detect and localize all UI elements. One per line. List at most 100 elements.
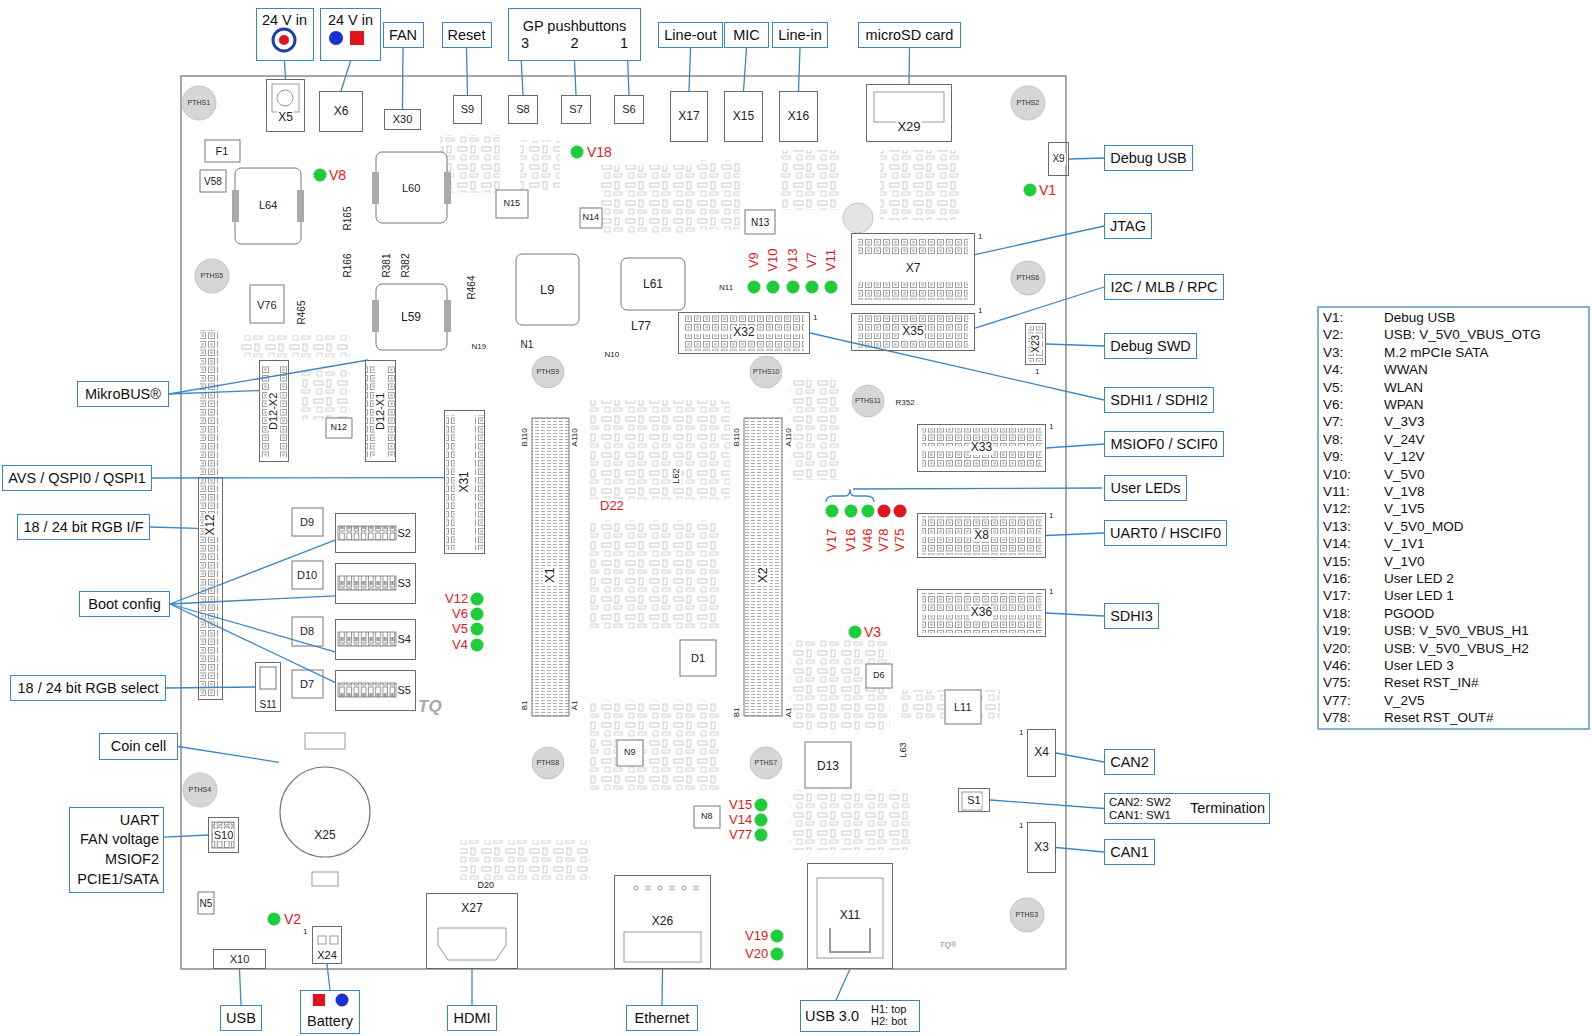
component-designator: L64	[258, 199, 278, 211]
text-row: X30	[387, 113, 418, 126]
ic-chip	[326, 418, 352, 438]
smd-parts	[460, 840, 590, 880]
inductor-pad	[444, 172, 451, 204]
leader-line	[169, 360, 368, 394]
callout-box: Line-out	[658, 22, 723, 48]
text-area: X27	[427, 894, 517, 968]
led-green	[571, 146, 584, 159]
component-outline: X10	[213, 949, 266, 969]
component-designator: D9	[299, 516, 315, 528]
text-area: X16	[780, 92, 817, 141]
callout-box: Reset	[442, 22, 492, 48]
component-designator: D6	[872, 671, 886, 681]
text-area: S4	[336, 620, 415, 659]
component-outline: S8	[508, 95, 538, 124]
led-designator: V78	[877, 529, 891, 552]
component-designator: N14	[582, 213, 601, 223]
legend-table-cell: V_1V0	[1384, 555, 1425, 570]
callout-label: 24 V in	[262, 12, 307, 29]
led-green	[755, 829, 768, 842]
text-row: SDHI3	[1109, 608, 1154, 625]
legend-table-cell: M.2 mPCIe SATA	[1384, 346, 1489, 361]
text-area: X33	[918, 425, 1045, 471]
text-area: SDHI1 / SDHI2	[1105, 388, 1213, 412]
text-row: PCIE1/SATA	[74, 870, 159, 890]
led-designator: V2	[284, 912, 301, 927]
component-outline: D12-X2	[259, 360, 289, 462]
component-outline: X31	[444, 410, 485, 554]
inductor	[250, 285, 284, 323]
leader-line	[744, 48, 747, 91]
callout-label: AVS / QSPI0 / QSPI1	[8, 470, 146, 487]
leader-line	[1046, 444, 1104, 448]
leader-line	[178, 747, 279, 763]
inductor-pad	[444, 300, 451, 332]
legend-table-cell: V4:	[1323, 363, 1343, 378]
text-row: USB	[225, 1010, 257, 1027]
callout-box: MIC	[724, 22, 769, 48]
leader-line	[975, 226, 1104, 255]
part-designator: S2	[397, 527, 412, 540]
component-designator: B1	[521, 699, 530, 711]
callout-label: GP pushbuttons	[523, 18, 627, 35]
board-connector	[532, 418, 569, 716]
callout-label: MIC	[733, 27, 760, 44]
inductor-pad	[297, 190, 304, 222]
mounting-hole	[195, 259, 229, 293]
component-designator: PTHS4	[189, 786, 212, 794]
callout-box: User LEDs	[1104, 475, 1187, 501]
text-row: FAN	[388, 27, 419, 44]
component-outline: S3	[335, 563, 416, 604]
part-designator: X17	[677, 110, 700, 124]
part-designator: X16	[787, 110, 810, 124]
part-designator: X23	[1030, 334, 1042, 354]
callout-label: PCIE1/SATA	[77, 870, 159, 890]
callout-label: MSIOF2	[105, 850, 159, 870]
legend-table-cell: V_1V8	[1384, 485, 1425, 500]
text-area: UART0 / HSCIF0	[1105, 521, 1226, 545]
text-row: Line-in	[777, 27, 823, 44]
callout-label: USB 3.0	[805, 1008, 859, 1025]
ic-chip	[945, 690, 981, 724]
text-area: X35	[852, 314, 974, 350]
component-designator: A1	[571, 699, 580, 711]
text-row: Coin cell	[104, 738, 173, 755]
text-row: Reset	[447, 27, 487, 44]
text-row: S8	[511, 103, 535, 116]
led-designator: V1	[1039, 183, 1056, 198]
callout-label: I2C / MLB / RPC	[1110, 279, 1217, 296]
callout-box: GP pushbuttons321	[508, 8, 641, 61]
led-green	[755, 814, 768, 827]
smd-parts	[300, 370, 350, 420]
part-designator: X24	[316, 949, 338, 962]
symbol-24v	[350, 31, 364, 45]
part-designator: X30	[392, 113, 414, 126]
component-designator: N5	[199, 898, 214, 909]
callout-label: HDMI	[453, 1010, 490, 1027]
led-designator: V18	[587, 145, 612, 160]
legend-table-cell: User LED 3	[1384, 659, 1454, 674]
led-green	[471, 623, 484, 636]
led-green	[787, 281, 800, 294]
led-green	[767, 281, 780, 294]
text-area: USB 3.0H1: top H2: bot	[801, 1001, 919, 1031]
led-designator: V14	[729, 813, 752, 827]
board-connector	[532, 418, 782, 716]
component-designator: R464	[466, 274, 477, 300]
led-green	[845, 505, 858, 518]
legend-table-cell: V75:	[1323, 676, 1351, 691]
callout-box: JTAG	[1104, 213, 1152, 239]
watermark: TQ	[418, 698, 442, 717]
text-area: MikroBUS®	[78, 382, 168, 406]
component-designator: L63	[898, 741, 908, 758]
legend-table-cell: V_1V1	[1384, 537, 1425, 552]
text-area: AVS / QSPI0 / QSPI1	[3, 466, 151, 490]
legend-table-cell: User LED 1	[1384, 589, 1454, 604]
component-outline: X6	[319, 91, 363, 132]
legend-table-cell: V1:	[1323, 311, 1343, 326]
text-row: S2	[339, 527, 412, 540]
callout-label: 2	[570, 35, 578, 52]
legend-table-cell: V_3V3	[1384, 415, 1425, 430]
text-row: X32	[681, 326, 807, 340]
led-designator: V20	[745, 947, 768, 961]
